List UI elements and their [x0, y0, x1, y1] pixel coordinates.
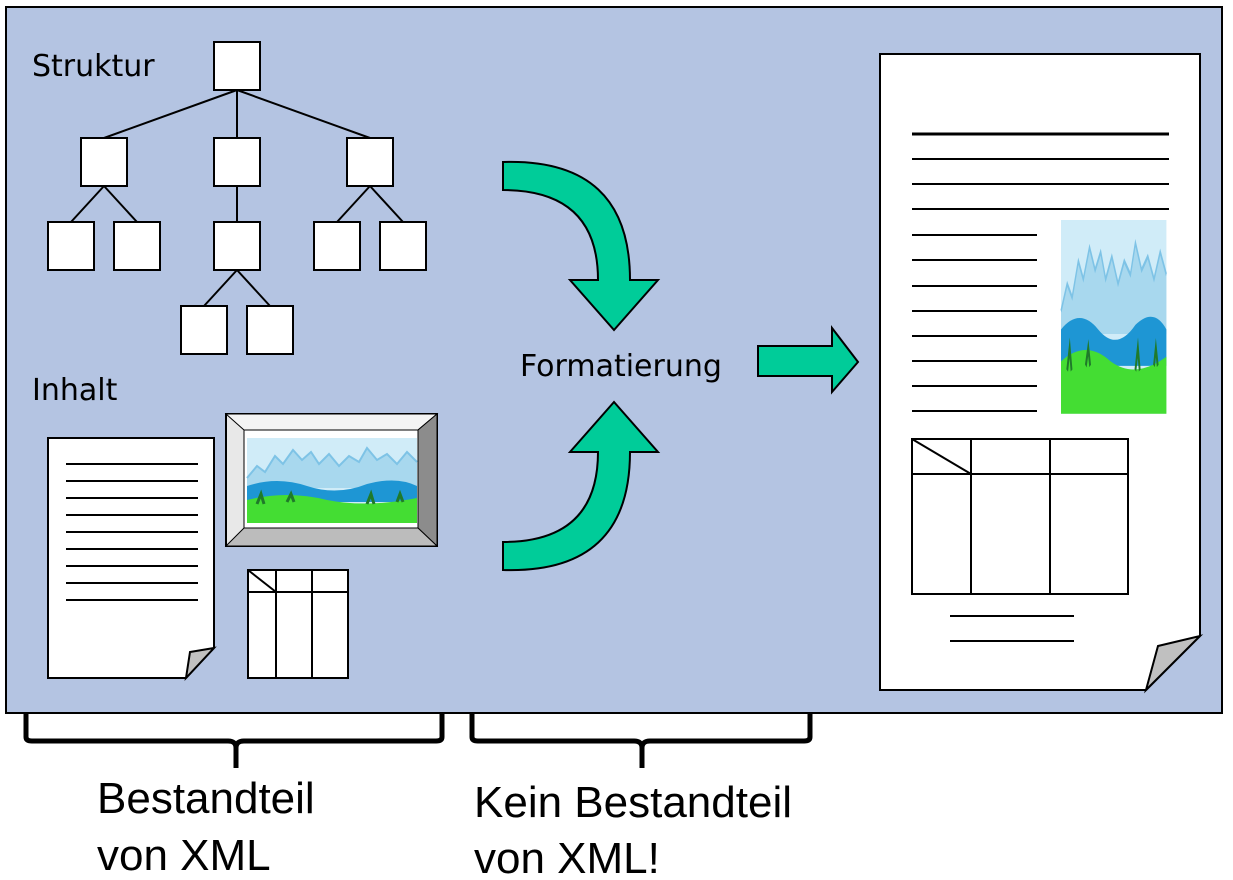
brace-right-line2: von XML!	[474, 834, 660, 880]
text-document-icon	[47, 437, 217, 682]
formatting-label: Formatierung	[520, 349, 722, 384]
content-label: Inhalt	[32, 373, 118, 408]
tree-structure-icon	[47, 41, 427, 355]
right-brace	[469, 713, 813, 768]
brace-right-line1: Kein Bestandteil	[474, 778, 792, 827]
curved-arrow-up-icon	[502, 400, 661, 572]
framed-picture-icon	[224, 412, 439, 548]
structure-label: Struktur	[32, 49, 155, 84]
left-brace	[23, 713, 445, 768]
curved-arrow-down-icon	[502, 160, 661, 332]
brace-left-line1: Bestandteil	[97, 774, 315, 823]
formatted-document-icon	[879, 53, 1204, 694]
brace-left-line2: von XML	[97, 831, 271, 880]
table-icon	[247, 569, 349, 679]
right-arrow-icon	[757, 325, 860, 395]
